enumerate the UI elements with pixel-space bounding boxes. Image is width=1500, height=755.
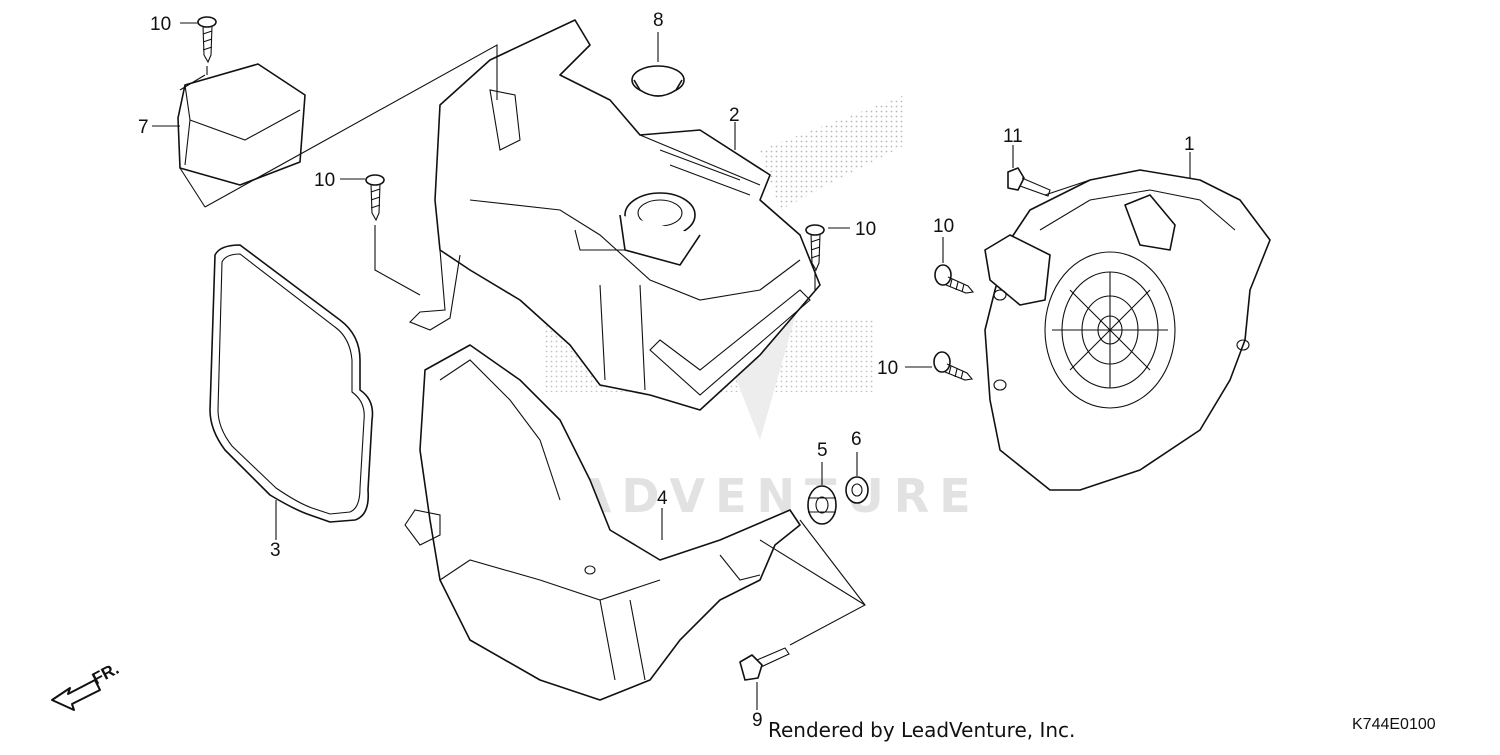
diagram-code: K744E0100: [1352, 716, 1436, 733]
part-9-bolt: [739, 647, 790, 681]
callouts: 10 7 10 8 2 10 10 10 11 1 3 4 5 6 9: [138, 10, 1195, 731]
leader-lines: [152, 22, 1191, 710]
part-10-screw: [365, 174, 385, 222]
part-2-housing: [409, 19, 821, 411]
part-8-plug: [631, 65, 685, 97]
callout-4: 4: [657, 488, 668, 509]
callout-10: 10: [933, 216, 954, 237]
part-7-cover: [177, 63, 306, 186]
part-10-screw: [197, 16, 217, 64]
part-10-screw: [933, 351, 974, 381]
callout-10: 10: [150, 14, 171, 35]
callout-6: 6: [851, 429, 862, 450]
part-4-lower-case: [404, 344, 801, 701]
callout-3: 3: [270, 540, 281, 561]
part-10-screw: [805, 224, 825, 272]
callout-1: 1: [1184, 134, 1195, 155]
part-3-gasket: [209, 244, 374, 523]
front-direction-arrow: FR.: [51, 659, 122, 711]
callout-11: 11: [1003, 126, 1023, 147]
part-10-screw: [934, 264, 975, 294]
callout-2: 2: [729, 105, 740, 126]
callout-10: 10: [855, 219, 876, 240]
part-1-fan-cover: [984, 169, 1271, 491]
callout-9: 9: [752, 710, 763, 731]
part-11-bolt: [1007, 167, 1051, 197]
callout-8: 8: [653, 10, 664, 31]
callout-5: 5: [817, 440, 828, 461]
callout-10: 10: [314, 170, 335, 191]
part-5-mount: [807, 485, 837, 525]
callout-7: 7: [138, 117, 149, 138]
callout-10: 10: [877, 358, 898, 379]
part-6-collar: [845, 476, 869, 504]
credit-text: Rendered by LeadVenture, Inc.: [768, 718, 1076, 742]
